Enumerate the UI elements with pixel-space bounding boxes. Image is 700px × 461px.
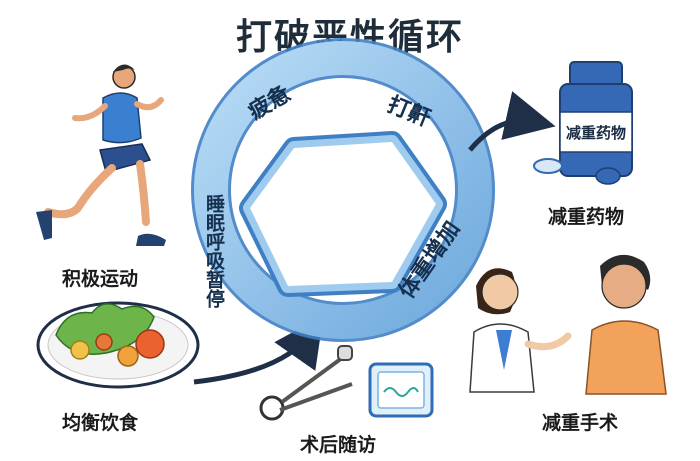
runner-icon <box>36 64 166 246</box>
caption-medication: 减重药物 <box>548 206 625 228</box>
salad-plate-icon <box>36 301 200 389</box>
chain-cycle: 疲惫 打鼾 体重增加 睡眠呼吸暂停 <box>191 38 495 342</box>
bottle-label: 减重药物 <box>566 124 626 142</box>
doctor-icon <box>469 268 572 393</box>
patient-icon <box>585 254 667 395</box>
surgical-instrument-icon <box>259 345 353 421</box>
caption-exercise: 积极运动 <box>62 268 139 290</box>
caption-followup: 术后随访 <box>300 434 377 456</box>
caption-surgery: 减重手术 <box>542 412 619 434</box>
arrow-cycle-to-medication <box>468 91 556 152</box>
medicine-bottle-icon: 减重药物 <box>533 61 633 185</box>
monitor-icon <box>368 362 434 418</box>
arrow-diet-to-cycle <box>193 315 324 385</box>
chain-link-sleep-apnea: 睡眠呼吸暂停 <box>203 194 225 308</box>
caption-diet: 均衡饮食 <box>62 412 139 434</box>
